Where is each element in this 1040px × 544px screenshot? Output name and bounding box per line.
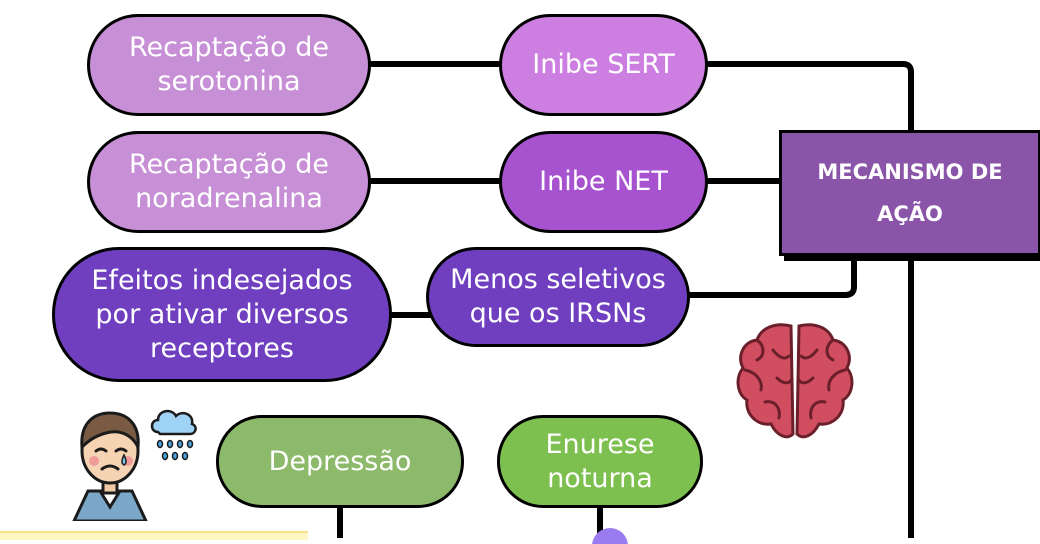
node-label: Enurese noturna xyxy=(545,428,655,494)
sad-person-icon xyxy=(72,411,148,521)
node-label: Inibe NET xyxy=(539,166,668,197)
purple-dot xyxy=(592,528,628,544)
node-label: Depressão xyxy=(268,445,412,477)
node-efeitos-indesejados: Efeitos indesejados por ativar diversos … xyxy=(52,247,392,382)
node-label: Menos seletivos que os IRSNs xyxy=(450,264,666,329)
node-label: Inibe SERT xyxy=(532,49,675,80)
node-label: Recaptação de serotonina xyxy=(128,32,330,97)
rain-cloud-icon xyxy=(150,409,197,461)
node-mecanismo-de-acao: MECANISMO DE AÇÃO xyxy=(779,130,1040,256)
node-label: MECANISMO DE AÇÃO xyxy=(817,160,1003,226)
node-inibe-net: Inibe NET xyxy=(499,131,708,233)
note-box xyxy=(0,531,308,540)
node-label: Recaptação de noradrenalina xyxy=(128,149,330,214)
node-menos-seletivos: Menos seletivos que os IRSNs xyxy=(426,247,690,347)
node-inibe-sert: Inibe SERT xyxy=(499,14,708,116)
node-recaptacao-serotonina: Recaptação de serotonina xyxy=(87,14,371,116)
node-depressao: Depressão xyxy=(216,415,464,508)
node-label: Efeitos indesejados por ativar diversos … xyxy=(91,264,353,364)
brain-icon xyxy=(736,323,854,439)
node-recaptacao-noradrenalina: Recaptação de noradrenalina xyxy=(87,131,371,233)
node-enurese-noturna: Enurese noturna xyxy=(497,415,703,508)
